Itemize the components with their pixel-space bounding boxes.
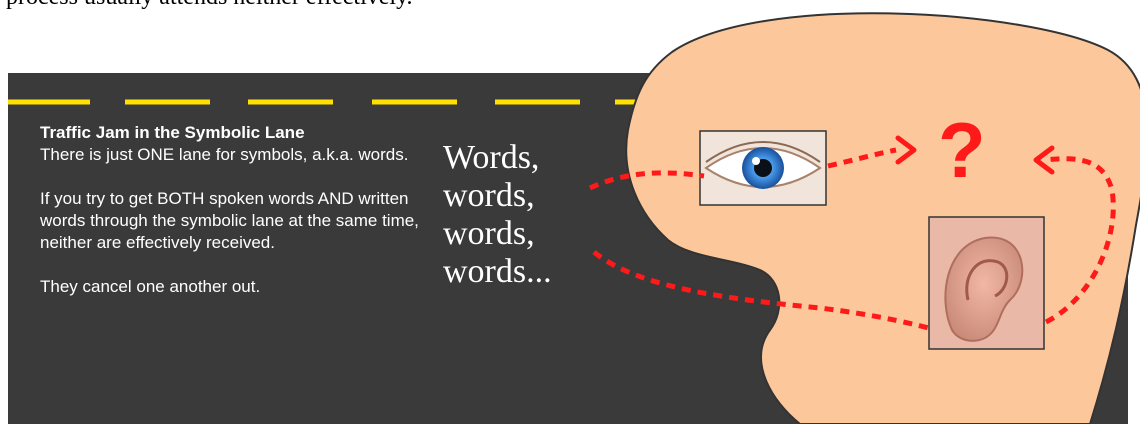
word-line: words... <box>443 253 603 291</box>
word-line: words, <box>443 177 603 215</box>
words-stack: Words, words, words, words... <box>443 139 603 291</box>
lane-text-box: Traffic Jam in the Symbolic Lane There i… <box>40 122 420 298</box>
eye-icon <box>700 131 826 205</box>
lane-line-2: If you try to get BOTH spoken words AND … <box>40 188 420 254</box>
lane-line-3: They cancel one another out. <box>40 276 420 298</box>
question-mark: ? <box>938 110 986 190</box>
word-line: Words, <box>443 139 603 177</box>
ear-icon <box>929 217 1044 349</box>
lane-line-1: There is just ONE lane for symbols, a.k.… <box>40 144 420 166</box>
lane-title: Traffic Jam in the Symbolic Lane <box>40 122 420 144</box>
word-line: words, <box>443 215 603 253</box>
head-shape <box>626 13 1140 424</box>
